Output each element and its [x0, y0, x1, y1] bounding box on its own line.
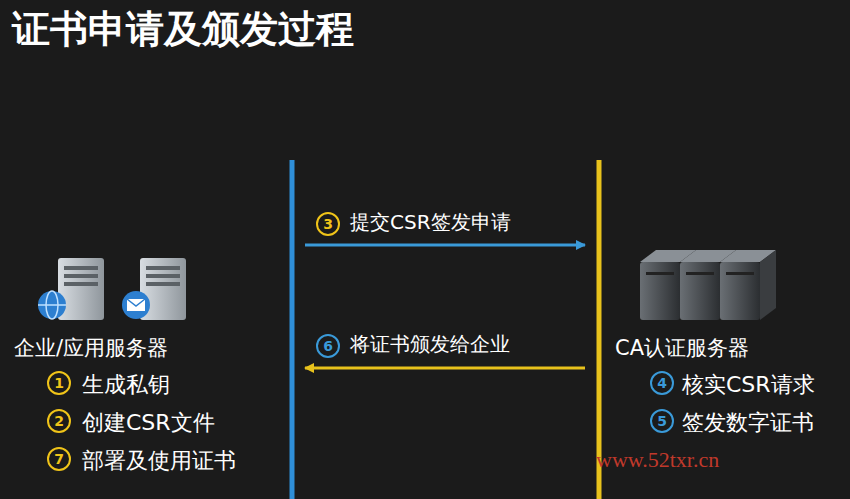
mail-server-icon [122, 258, 186, 320]
node-heading: 企业/应用服务器 [14, 334, 168, 362]
title: 证书申请及颁发过程 [12, 4, 354, 55]
callout-number: 3 [316, 212, 340, 236]
step-text: 签发数字证书 [682, 408, 814, 438]
callout-number: 5 [650, 409, 674, 433]
callout-number: 2 [47, 409, 71, 433]
web-server-icon [38, 258, 104, 320]
step-text: 生成私钥 [82, 370, 170, 400]
node-heading: CA认证服务器 [615, 334, 749, 362]
arrow-connector [305, 244, 585, 247]
ca-server-icon [640, 250, 776, 320]
step-text: 创建CSR文件 [82, 408, 215, 438]
step-text: 部署及使用证书 [82, 446, 236, 476]
callout-number: 4 [650, 371, 674, 395]
arrow-connector [305, 367, 585, 370]
server-group: CA认证服务器核实CSR请求签发数字证书 [588, 322, 846, 442]
edge-label: 提交CSR签发申请 [350, 209, 511, 236]
step-text: 核实CSR请求 [682, 370, 815, 400]
edge-label: 将证书颁发给企业 [350, 331, 510, 358]
callout-number: 7 [47, 447, 71, 471]
server-group: 企业/应用服务器生成私钥创建CSR文件部署及使用证书 [0, 322, 302, 482]
watermark: www.52txr.cn [596, 447, 719, 473]
callout-number: 1 [47, 371, 71, 395]
callout-number: 6 [316, 334, 340, 358]
lifeline [290, 160, 295, 499]
